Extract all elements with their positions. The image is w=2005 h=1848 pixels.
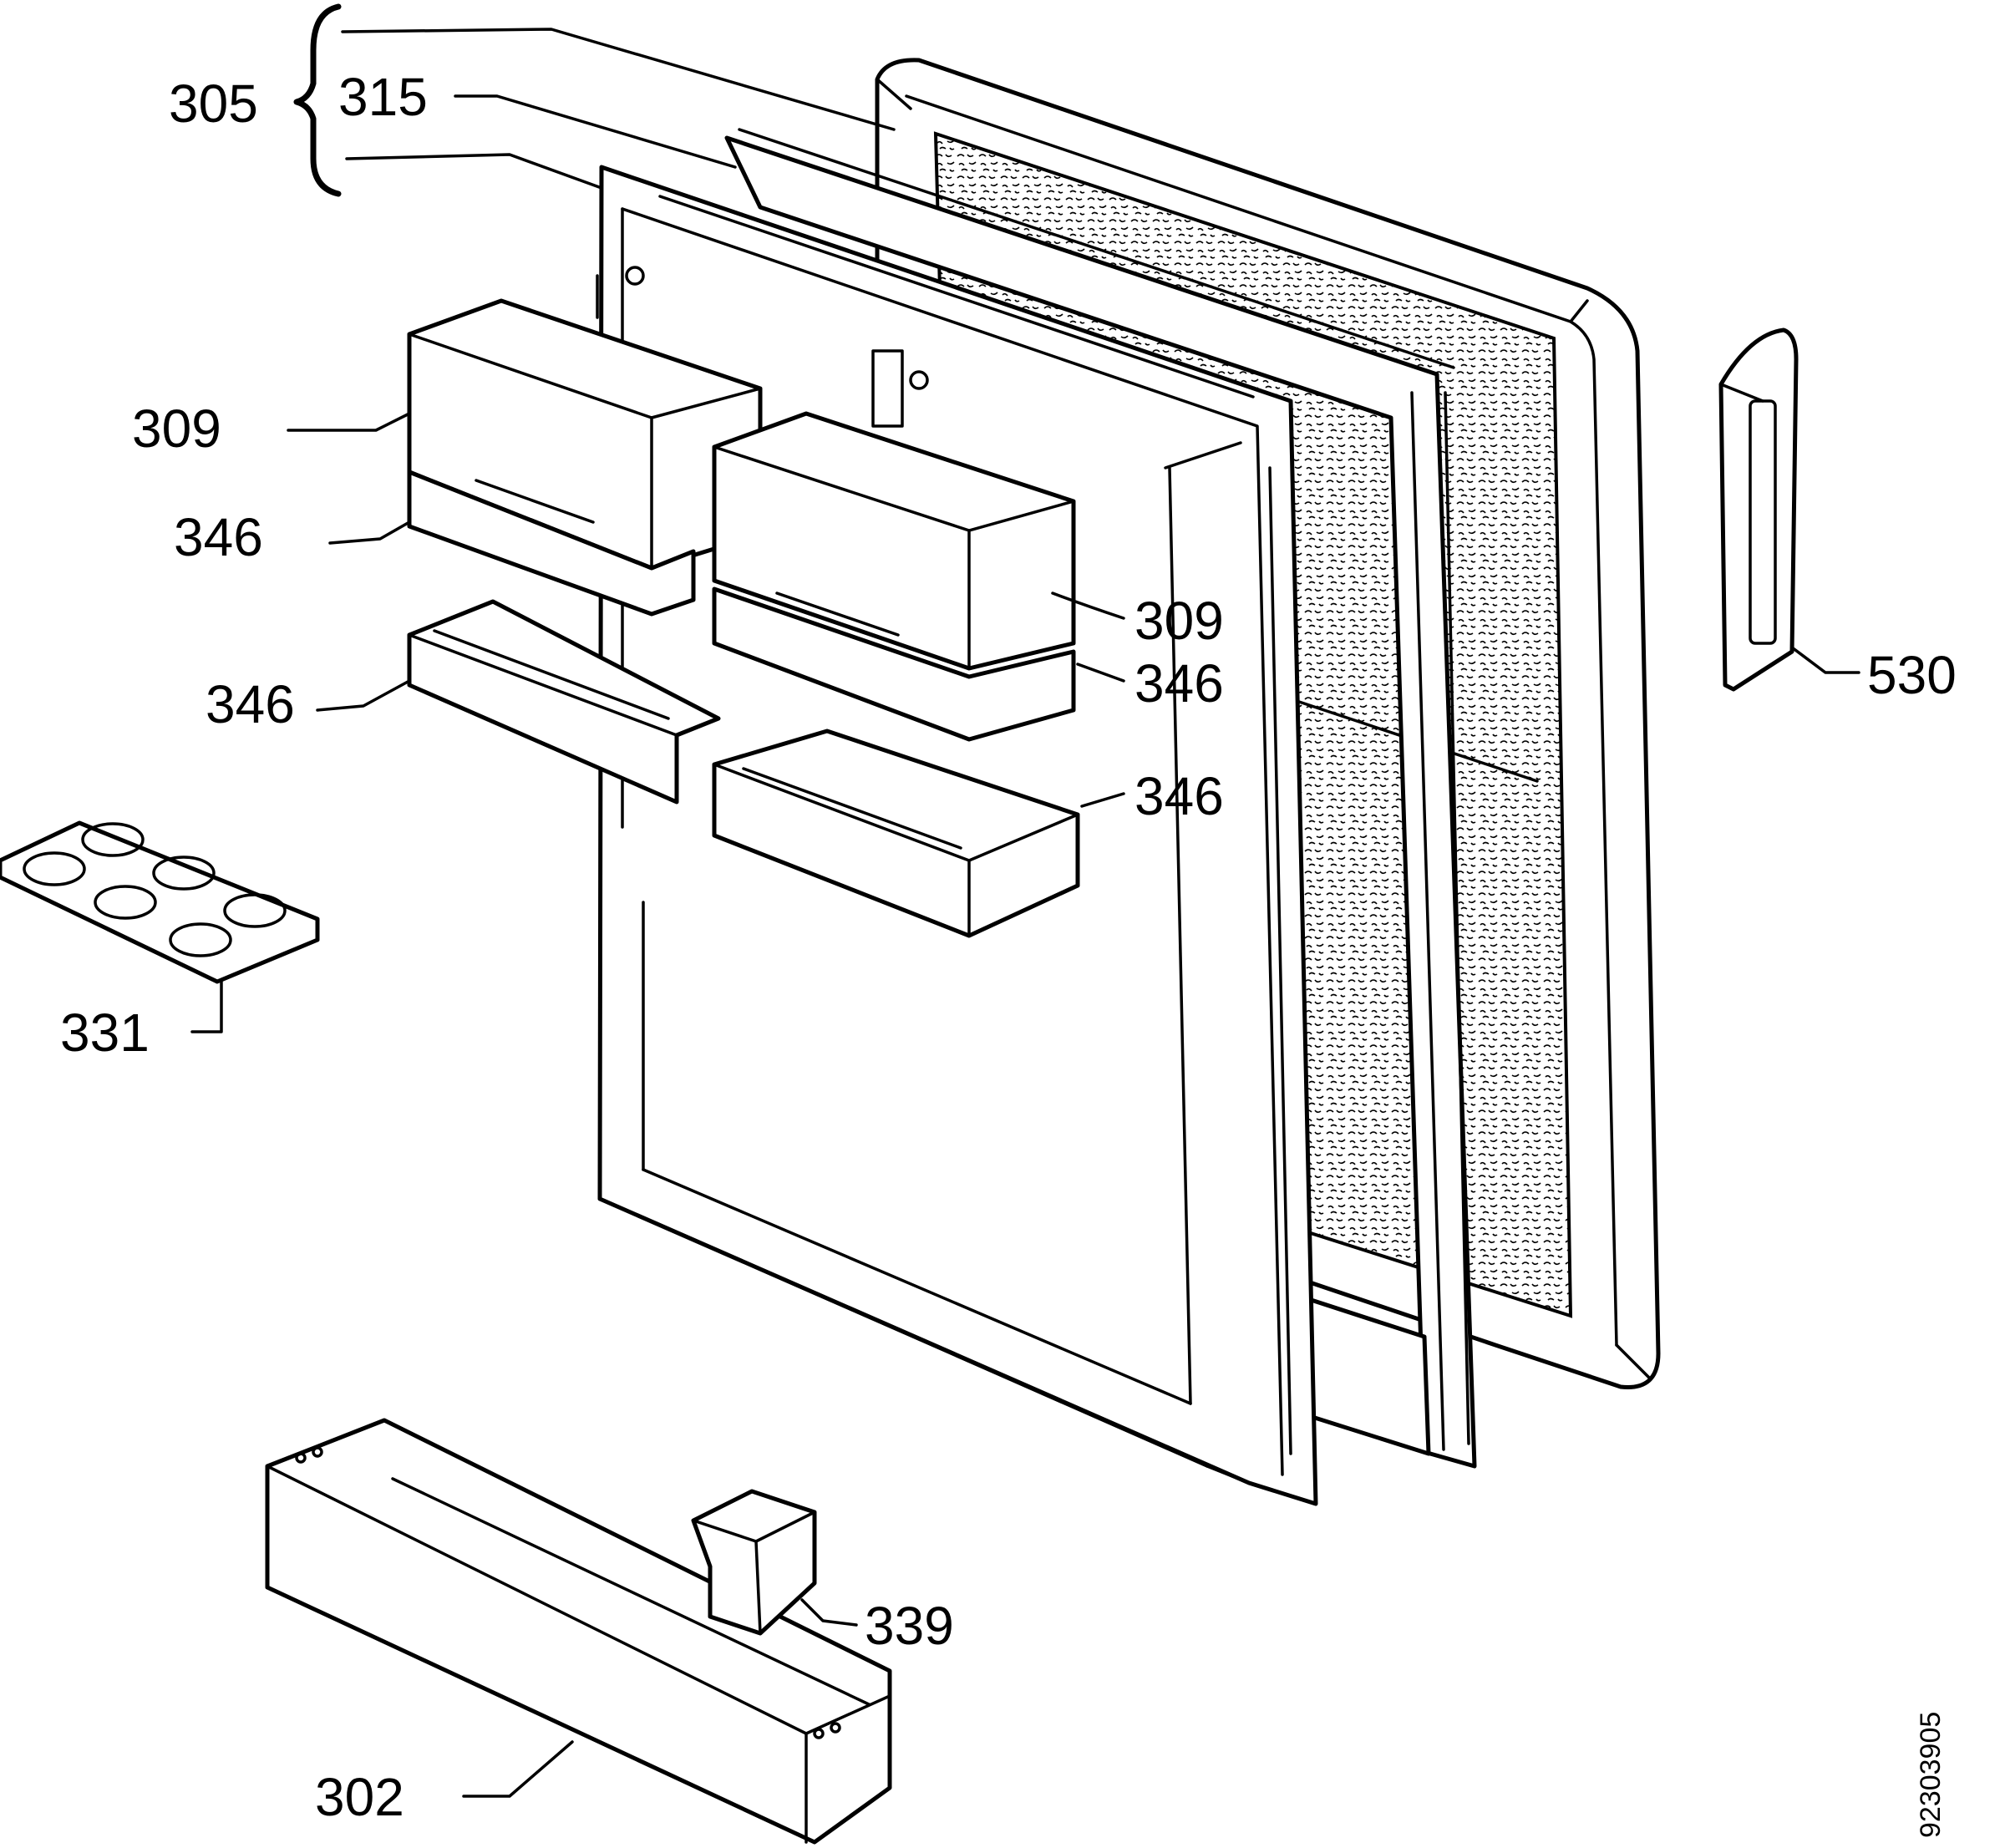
label-339: 339 xyxy=(865,1596,954,1656)
label-530: 530 xyxy=(1867,645,1957,705)
document-number: 92303905 xyxy=(1915,1712,1947,1838)
label-305: 305 xyxy=(169,74,258,134)
door-handle xyxy=(1718,327,1799,692)
label-309-top: 309 xyxy=(132,399,221,459)
assembly-brace xyxy=(293,3,342,197)
label-346-upper-left: 346 xyxy=(174,507,263,567)
label-346-upper-right: 346 xyxy=(1134,653,1224,713)
label-315: 315 xyxy=(338,67,428,127)
bottle-clip xyxy=(691,1489,817,1636)
door-shelf-left xyxy=(407,599,721,805)
label-346-left: 346 xyxy=(206,674,295,734)
dairy-compartment-lower xyxy=(712,411,1076,671)
leader-lines xyxy=(190,28,1860,1798)
label-309-right: 309 xyxy=(1134,591,1224,651)
egg-tray xyxy=(0,820,320,984)
door-shelf-right xyxy=(712,729,1080,938)
bottle-shelf xyxy=(265,1418,892,1845)
label-302: 302 xyxy=(315,1767,404,1827)
dairy-compartment-lower-base xyxy=(712,586,1076,742)
label-331: 331 xyxy=(60,1003,150,1063)
part-labels: 305 315 309 346 346 309 346 346 530 331 … xyxy=(60,67,1957,1827)
dairy-compartment-upper-base xyxy=(407,470,696,617)
label-346-right: 346 xyxy=(1134,766,1224,826)
